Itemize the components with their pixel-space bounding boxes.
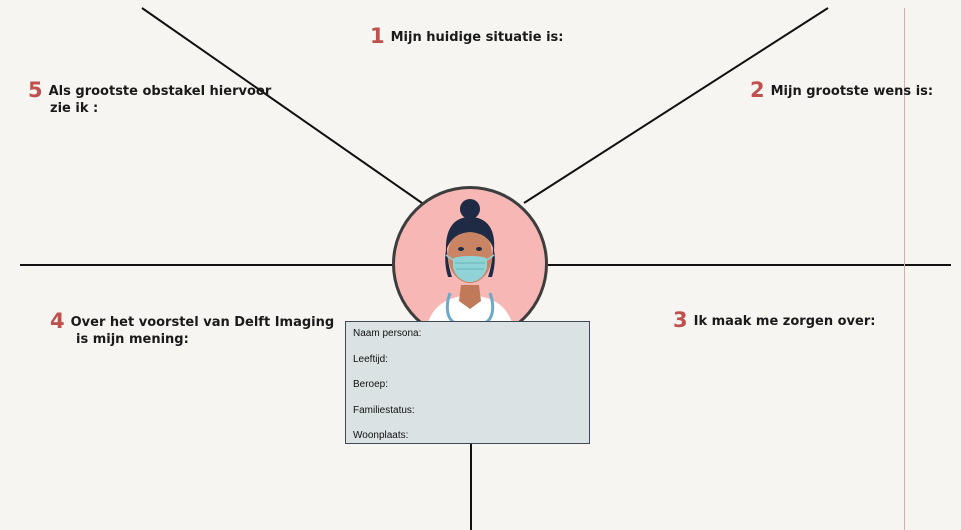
section-label-line2: zie ik : xyxy=(50,101,99,116)
persona-field-residence: Woonplaats: xyxy=(353,430,409,441)
section-number: 3 xyxy=(673,308,688,332)
section-biggest-wish: 2 Mijn grootste wens is: xyxy=(750,80,934,101)
persona-info-card: Naam persona: Leeftijd: Beroep: Families… xyxy=(345,321,590,444)
persona-field-name: Naam persona: xyxy=(353,328,422,339)
section-number: 5 xyxy=(28,78,43,102)
section-label: Mijn grootste wens is: xyxy=(770,84,934,99)
persona-field-family-status: Familiestatus: xyxy=(353,405,415,416)
section-label-line2: is mijn mening: xyxy=(76,332,189,347)
section-label-line1: Over het voorstel van Delft Imaging xyxy=(70,315,335,330)
section-number: 2 xyxy=(750,78,765,102)
divider-line-top-left xyxy=(141,7,423,204)
section-number: 4 xyxy=(50,309,65,333)
divider-line-top-right xyxy=(523,7,829,204)
section-label: Mijn huidige situatie is: xyxy=(390,30,564,45)
persona-field-profession: Beroep: xyxy=(353,379,389,390)
section-label-line1: Als grootste obstakel hiervoor xyxy=(48,84,272,99)
page-margin-rule xyxy=(904,8,905,530)
section-label: Ik maak me zorgen over: xyxy=(693,314,876,329)
persona-field-age: Leeftijd: xyxy=(353,354,389,365)
section-number: 1 xyxy=(370,24,385,48)
section-opinion-proposal: 4 Over het voorstel van Delft Imaging is … xyxy=(50,311,350,348)
section-concerns: 3 Ik maak me zorgen over: xyxy=(673,310,876,331)
section-biggest-obstacle: 5 Als grootste obstakel hiervoor zie ik : xyxy=(28,80,278,117)
section-current-situation: 1 Mijn huidige situatie is: xyxy=(370,26,564,47)
nurse-with-face-mask-icon xyxy=(395,189,545,339)
